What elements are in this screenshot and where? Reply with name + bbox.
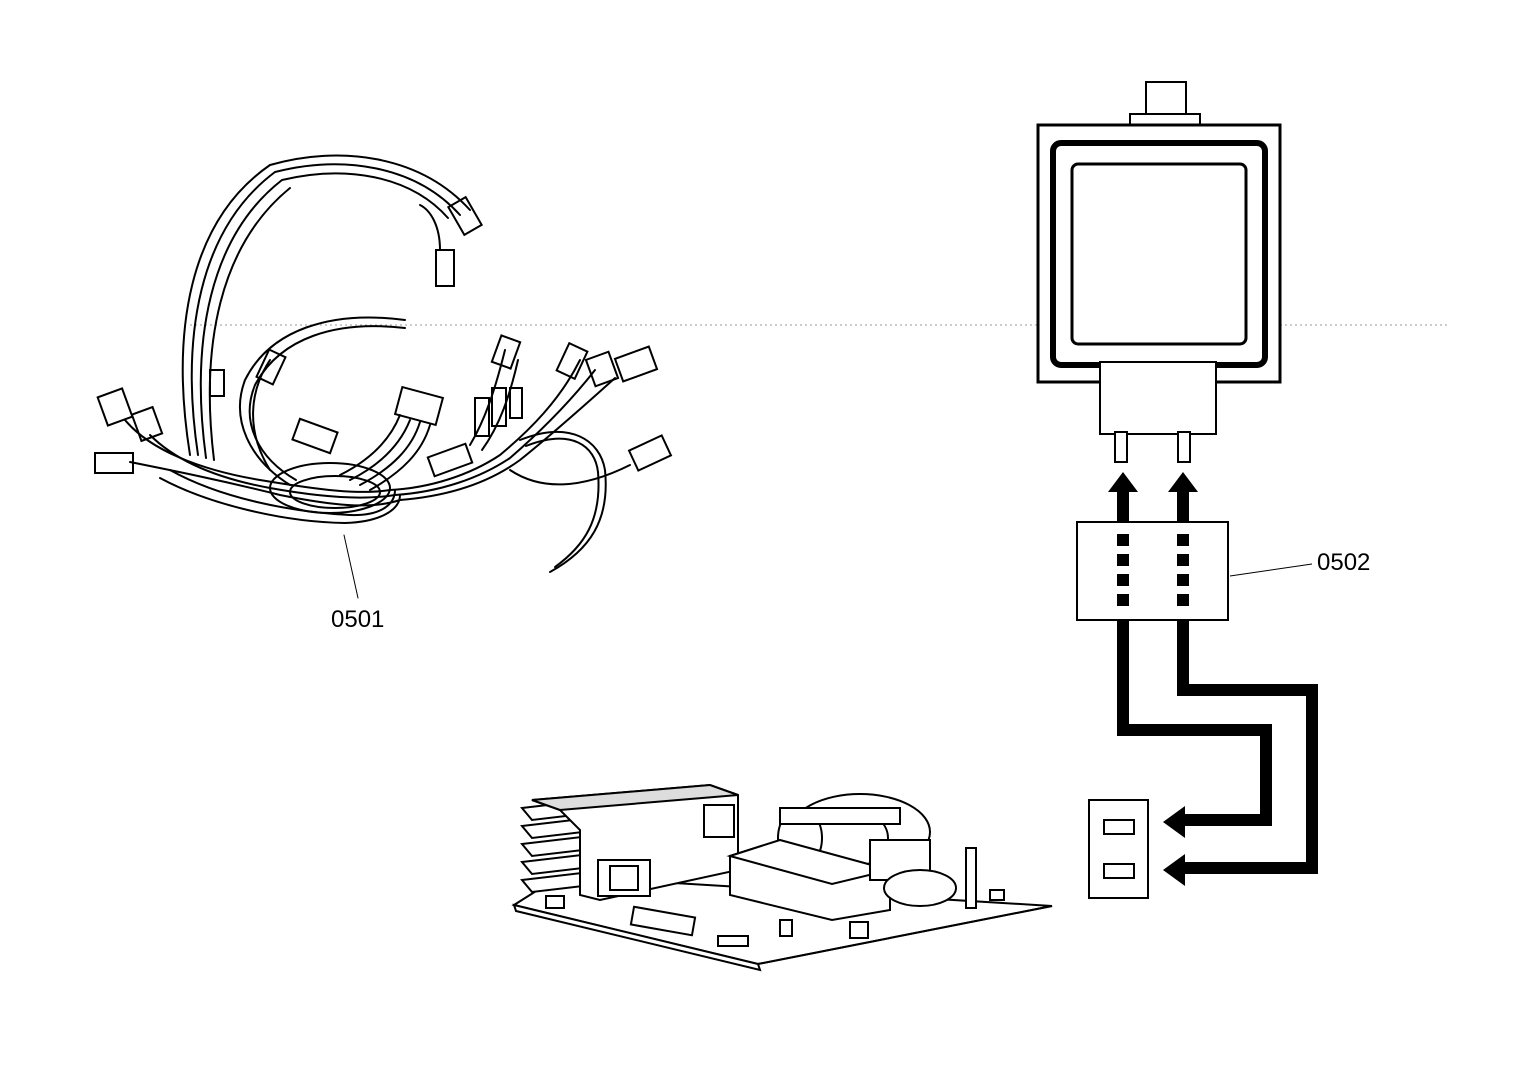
outlet-icon (1088, 799, 1149, 899)
callout-label-0501: 0501 (331, 606, 385, 633)
inverter-board-icon (511, 783, 1053, 972)
arrowheads (1108, 472, 1198, 886)
power-leads (1117, 488, 1318, 874)
magnetron-icon (1036, 81, 1282, 463)
noise-filter-icon (1076, 521, 1313, 621)
wire-harness-icon (94, 154, 673, 599)
callout-label-0502: 0502 (1317, 549, 1371, 576)
white-core (1123, 626, 1260, 814)
